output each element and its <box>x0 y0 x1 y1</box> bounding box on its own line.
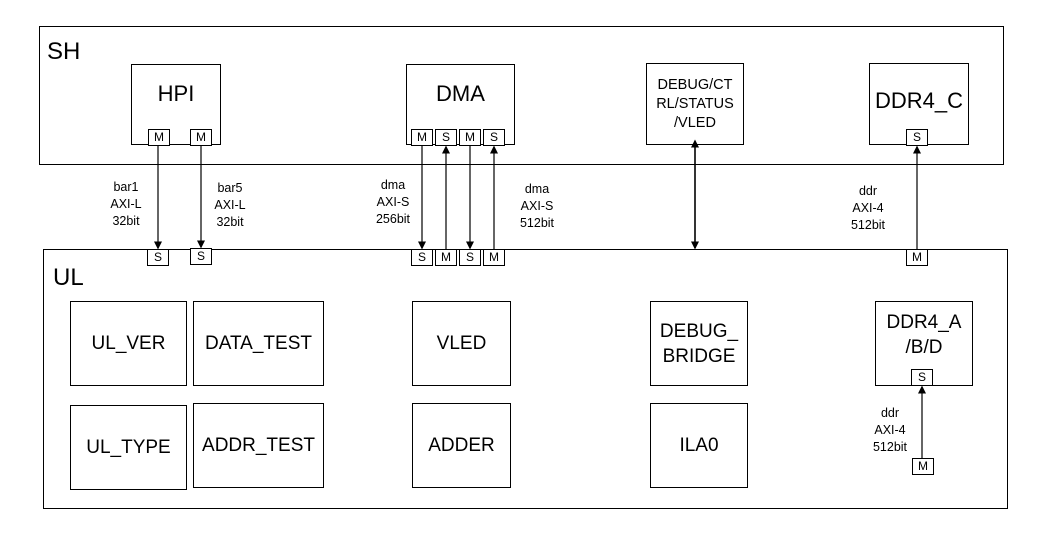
hpi-title: HPI <box>157 81 195 106</box>
ul-bar1-port-s: S <box>147 249 169 266</box>
ddr-master-port-m: M <box>912 458 934 475</box>
adder-block: ADDER <box>412 403 511 488</box>
ul-type-block: UL_TYPE <box>70 405 187 490</box>
ul-dma-port-s2: S <box>459 249 481 266</box>
vled-block: VLED <box>412 301 511 386</box>
ul-bar5-port-s: S <box>190 248 212 265</box>
ila0-block: ILA0 <box>650 403 748 488</box>
ul-dma-port-m1: M <box>435 249 457 266</box>
addr-test-block: ADDR_TEST <box>193 403 324 488</box>
dma512-label: dma AXI-S 512bit <box>519 182 555 230</box>
ul-region <box>43 249 1008 509</box>
sh-label: SH <box>47 38 81 65</box>
data-test-block: DATA_TEST <box>193 301 324 386</box>
ul-label: UL <box>53 264 84 291</box>
ddr4c-block: DDR4_C <box>869 63 969 145</box>
ul-dma-port-m2: M <box>483 249 505 266</box>
dma-port-m2: M <box>459 129 481 146</box>
bar1-label: bar1 AXI-L 32bit <box>110 180 142 228</box>
ddr4-abd-block: DDR4_A /B/D <box>875 301 973 386</box>
hpi-block: HPI <box>131 64 221 145</box>
debug-bridge-block: DEBUG_ BRIDGE <box>650 301 748 386</box>
debug-ctrl-block: DEBUG/CT RL/STATUS /VLED <box>646 63 744 145</box>
debug-bridge-label: DEBUG_ BRIDGE <box>659 320 739 367</box>
ul-ver-block: UL_VER <box>70 301 187 386</box>
ddr4-abd-label: DDR4_A /B/D <box>886 312 962 358</box>
debug-ctrl-title: DEBUG/CT RL/STATUS /VLED <box>656 76 734 131</box>
ul-ddr-port-m: M <box>906 249 928 266</box>
hpi-port-m2: M <box>190 129 212 146</box>
bar5-label: bar5 AXI-L 32bit <box>214 181 246 229</box>
dma-port-m1: M <box>411 129 433 146</box>
sh-region <box>39 26 1004 165</box>
ddr-bottom-label: ddr AXI-4 512bit <box>872 406 908 454</box>
dma256-label: dma AXI-S 256bit <box>375 178 411 226</box>
ddr4c-title: DDR4_C <box>874 88 964 113</box>
ul-dma-port-s1: S <box>411 249 433 266</box>
ddr-top-label: ddr AXI-4 512bit <box>850 184 886 232</box>
hpi-port-m1: M <box>148 129 170 146</box>
dma-title: DMA <box>436 81 485 106</box>
